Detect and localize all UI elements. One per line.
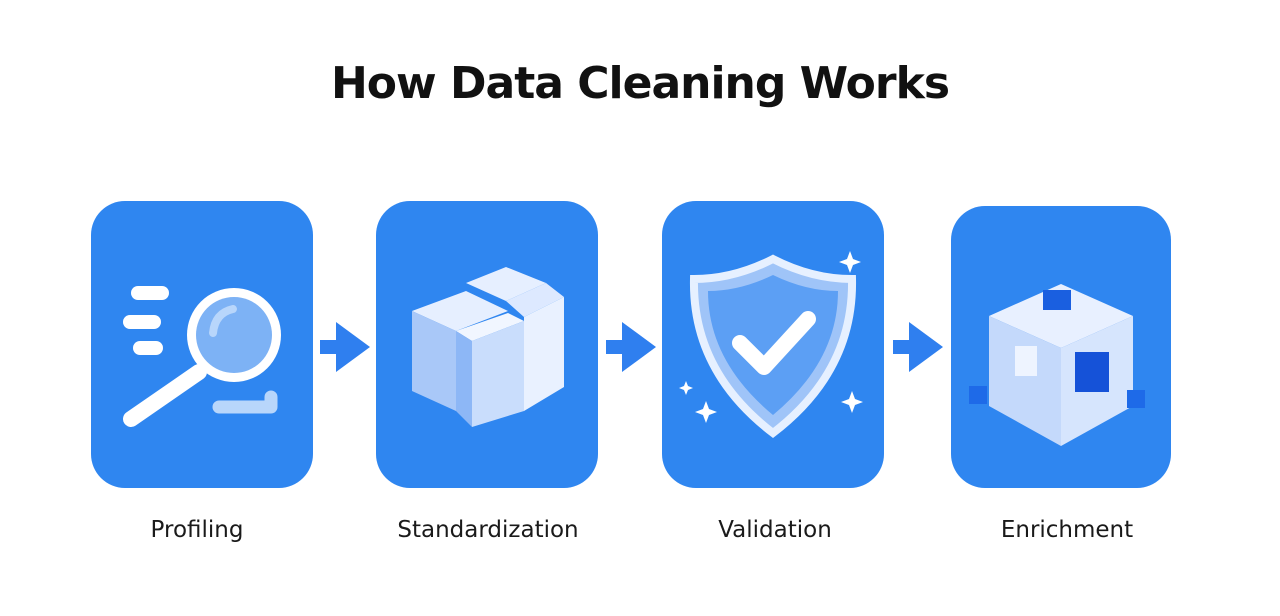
arrow-right-icon	[320, 322, 370, 372]
arrow-right-icon	[893, 322, 943, 372]
step-card-standardization	[376, 201, 598, 488]
step-label: Standardization	[397, 517, 579, 543]
step-card-enrichment	[951, 206, 1171, 488]
magnifier-icon	[123, 286, 281, 427]
arrow-right-icon	[606, 322, 656, 372]
step-label: Validation	[718, 517, 832, 543]
blocks-icon	[412, 267, 564, 427]
shield-check-icon	[679, 251, 863, 439]
step-label: Enrichment	[1000, 517, 1134, 543]
page-title: How Data Cleaning Works	[330, 58, 950, 109]
cube-icon	[969, 284, 1145, 446]
step-label: Profiling	[150, 517, 244, 543]
step-card-profiling	[91, 201, 313, 488]
step-card-validation	[662, 201, 884, 488]
